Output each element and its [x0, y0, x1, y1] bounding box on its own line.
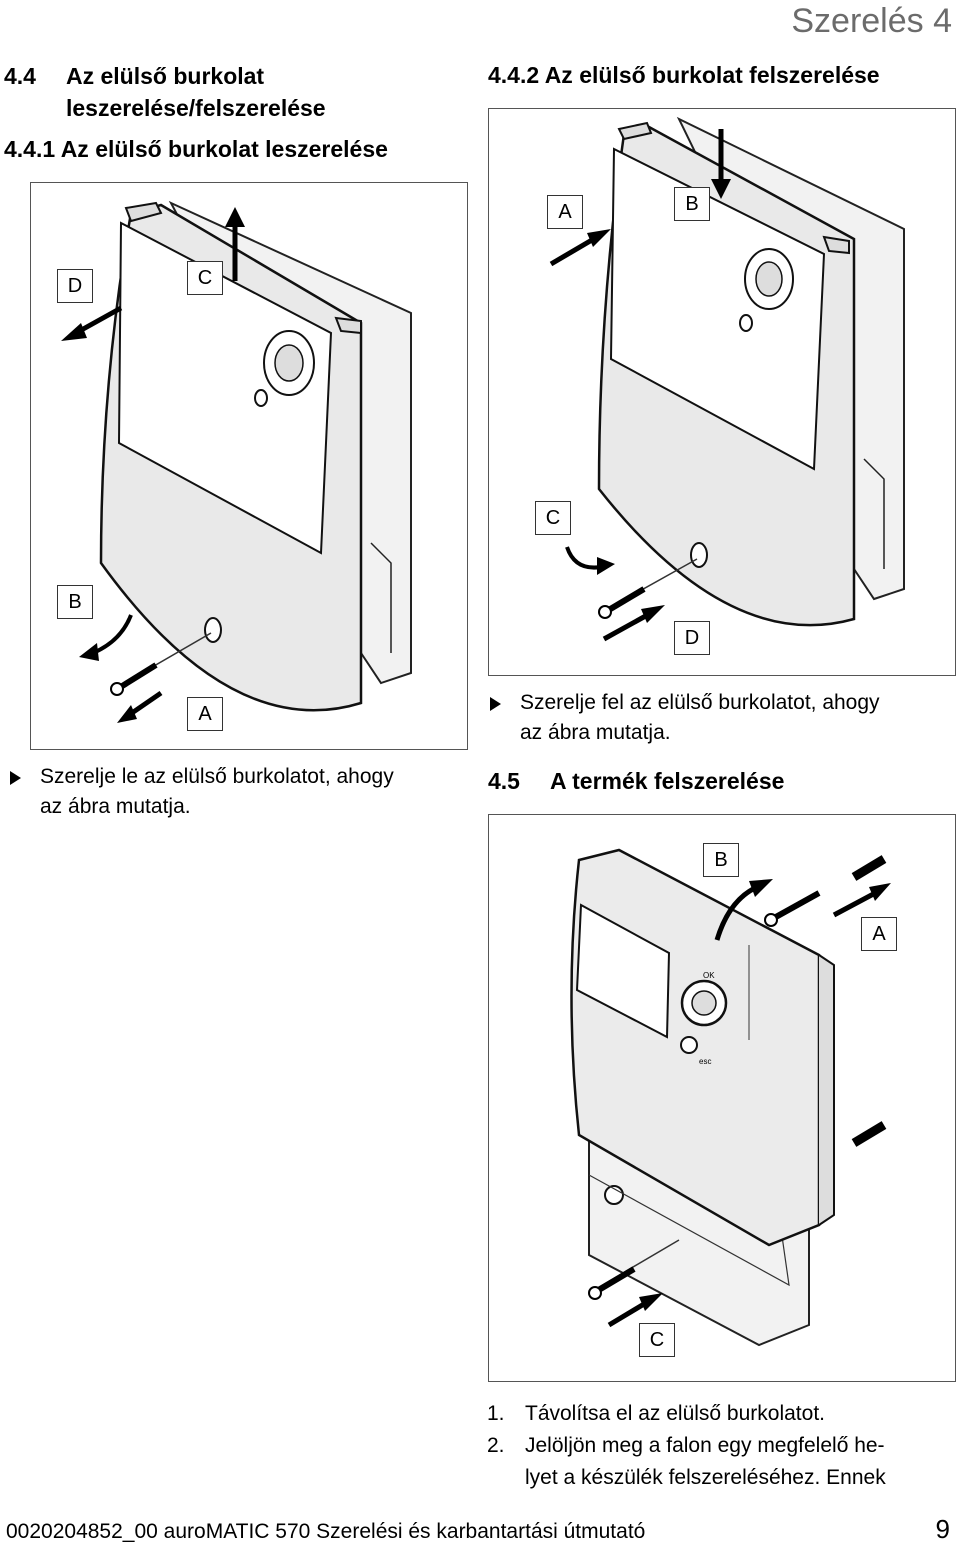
section-4-5-heading: 4.5 A termék felszerelése [488, 768, 784, 795]
bullet-triangle-icon [10, 771, 21, 785]
steps-list: 1. Távolítsa el az elülső burkolatot. 2.… [487, 1398, 957, 1494]
section-4-5-number: 4.5 [488, 768, 520, 794]
step-text: Távolítsa el az elülső burkolatot. [525, 1402, 825, 1425]
figure-remove-cover-drawing [61, 200, 412, 723]
figure1-label-a: A [187, 697, 223, 731]
figure-mount-product-drawing [570, 848, 891, 1347]
figure2-label-a: A [547, 195, 583, 229]
step-item: 2. Jelöljön meg a falon egy megfelelő he… [487, 1430, 957, 1494]
figure3-label-c: C [639, 1323, 675, 1357]
footer-doc-id: 0020204852_00 auroMATIC 570 Szerelési és… [6, 1520, 646, 1543]
section-4-4-2-heading: 4.4.2 Az elülső burkolat felszerelése [488, 62, 880, 88]
instruction-remove: Szerelje le az elülső burkolatot, ahogy … [10, 762, 470, 822]
section-4-4-number: 4.4 [4, 63, 36, 89]
section-4-4-title-line1: Az elülső burkolat [66, 63, 265, 89]
figure1-label-d: D [57, 269, 93, 303]
chapter-header: Szerelés 4 [791, 2, 952, 40]
instruction-remove-line1: Szerelje le az elülső burkolatot, ahogy [40, 765, 394, 788]
figure-mount-cover: A B C D [488, 108, 956, 676]
figure-mount-cover-drawing [549, 116, 905, 642]
section-4-4-title-line2: leszerelése/felszerelése [66, 95, 326, 121]
figure3-label-b: B [703, 843, 739, 877]
section-4-4-heading: 4.4 Az elülső burkolat leszerelése/felsze… [4, 60, 326, 124]
instruction-mount-line2: az ábra mutatja. [520, 721, 671, 744]
figure2-label-d: D [674, 621, 710, 655]
step-text-cont: lyet a készülék felszereléséhez. Ennek [525, 1466, 886, 1489]
figure3-label-a: A [861, 917, 897, 951]
instruction-mount-line1: Szerelje fel az elülső burkolatot, ahogy [520, 691, 880, 714]
bullet-triangle-icon [490, 697, 501, 711]
figure2-label-b: B [674, 187, 710, 221]
knob-ok-label: OK [703, 971, 715, 980]
instruction-mount: Szerelje fel az elülső burkolatot, ahogy… [490, 688, 956, 748]
section-4-4-1-heading: 4.4.1 Az elülső burkolat leszerelése [4, 136, 388, 162]
figure-mount-product: OK esc B A C [488, 814, 956, 1382]
knob-esc-label: esc [699, 1057, 712, 1066]
step-item: 1. Távolítsa el az elülső burkolatot. [487, 1398, 957, 1430]
figure2-label-c: C [535, 501, 571, 535]
figure1-label-c: C [187, 261, 223, 295]
step-number: 2. [487, 1434, 505, 1457]
figure1-label-b: B [57, 585, 93, 619]
instruction-remove-line2: az ábra mutatja. [40, 795, 191, 818]
figure-remove-cover: D C B A [30, 182, 468, 750]
step-text: Jelöljön meg a falon egy megfelelő he- [525, 1434, 885, 1457]
page-number: 9 [935, 1514, 950, 1544]
step-number: 1. [487, 1402, 505, 1425]
section-4-5-title: A termék felszerelése [550, 768, 785, 794]
